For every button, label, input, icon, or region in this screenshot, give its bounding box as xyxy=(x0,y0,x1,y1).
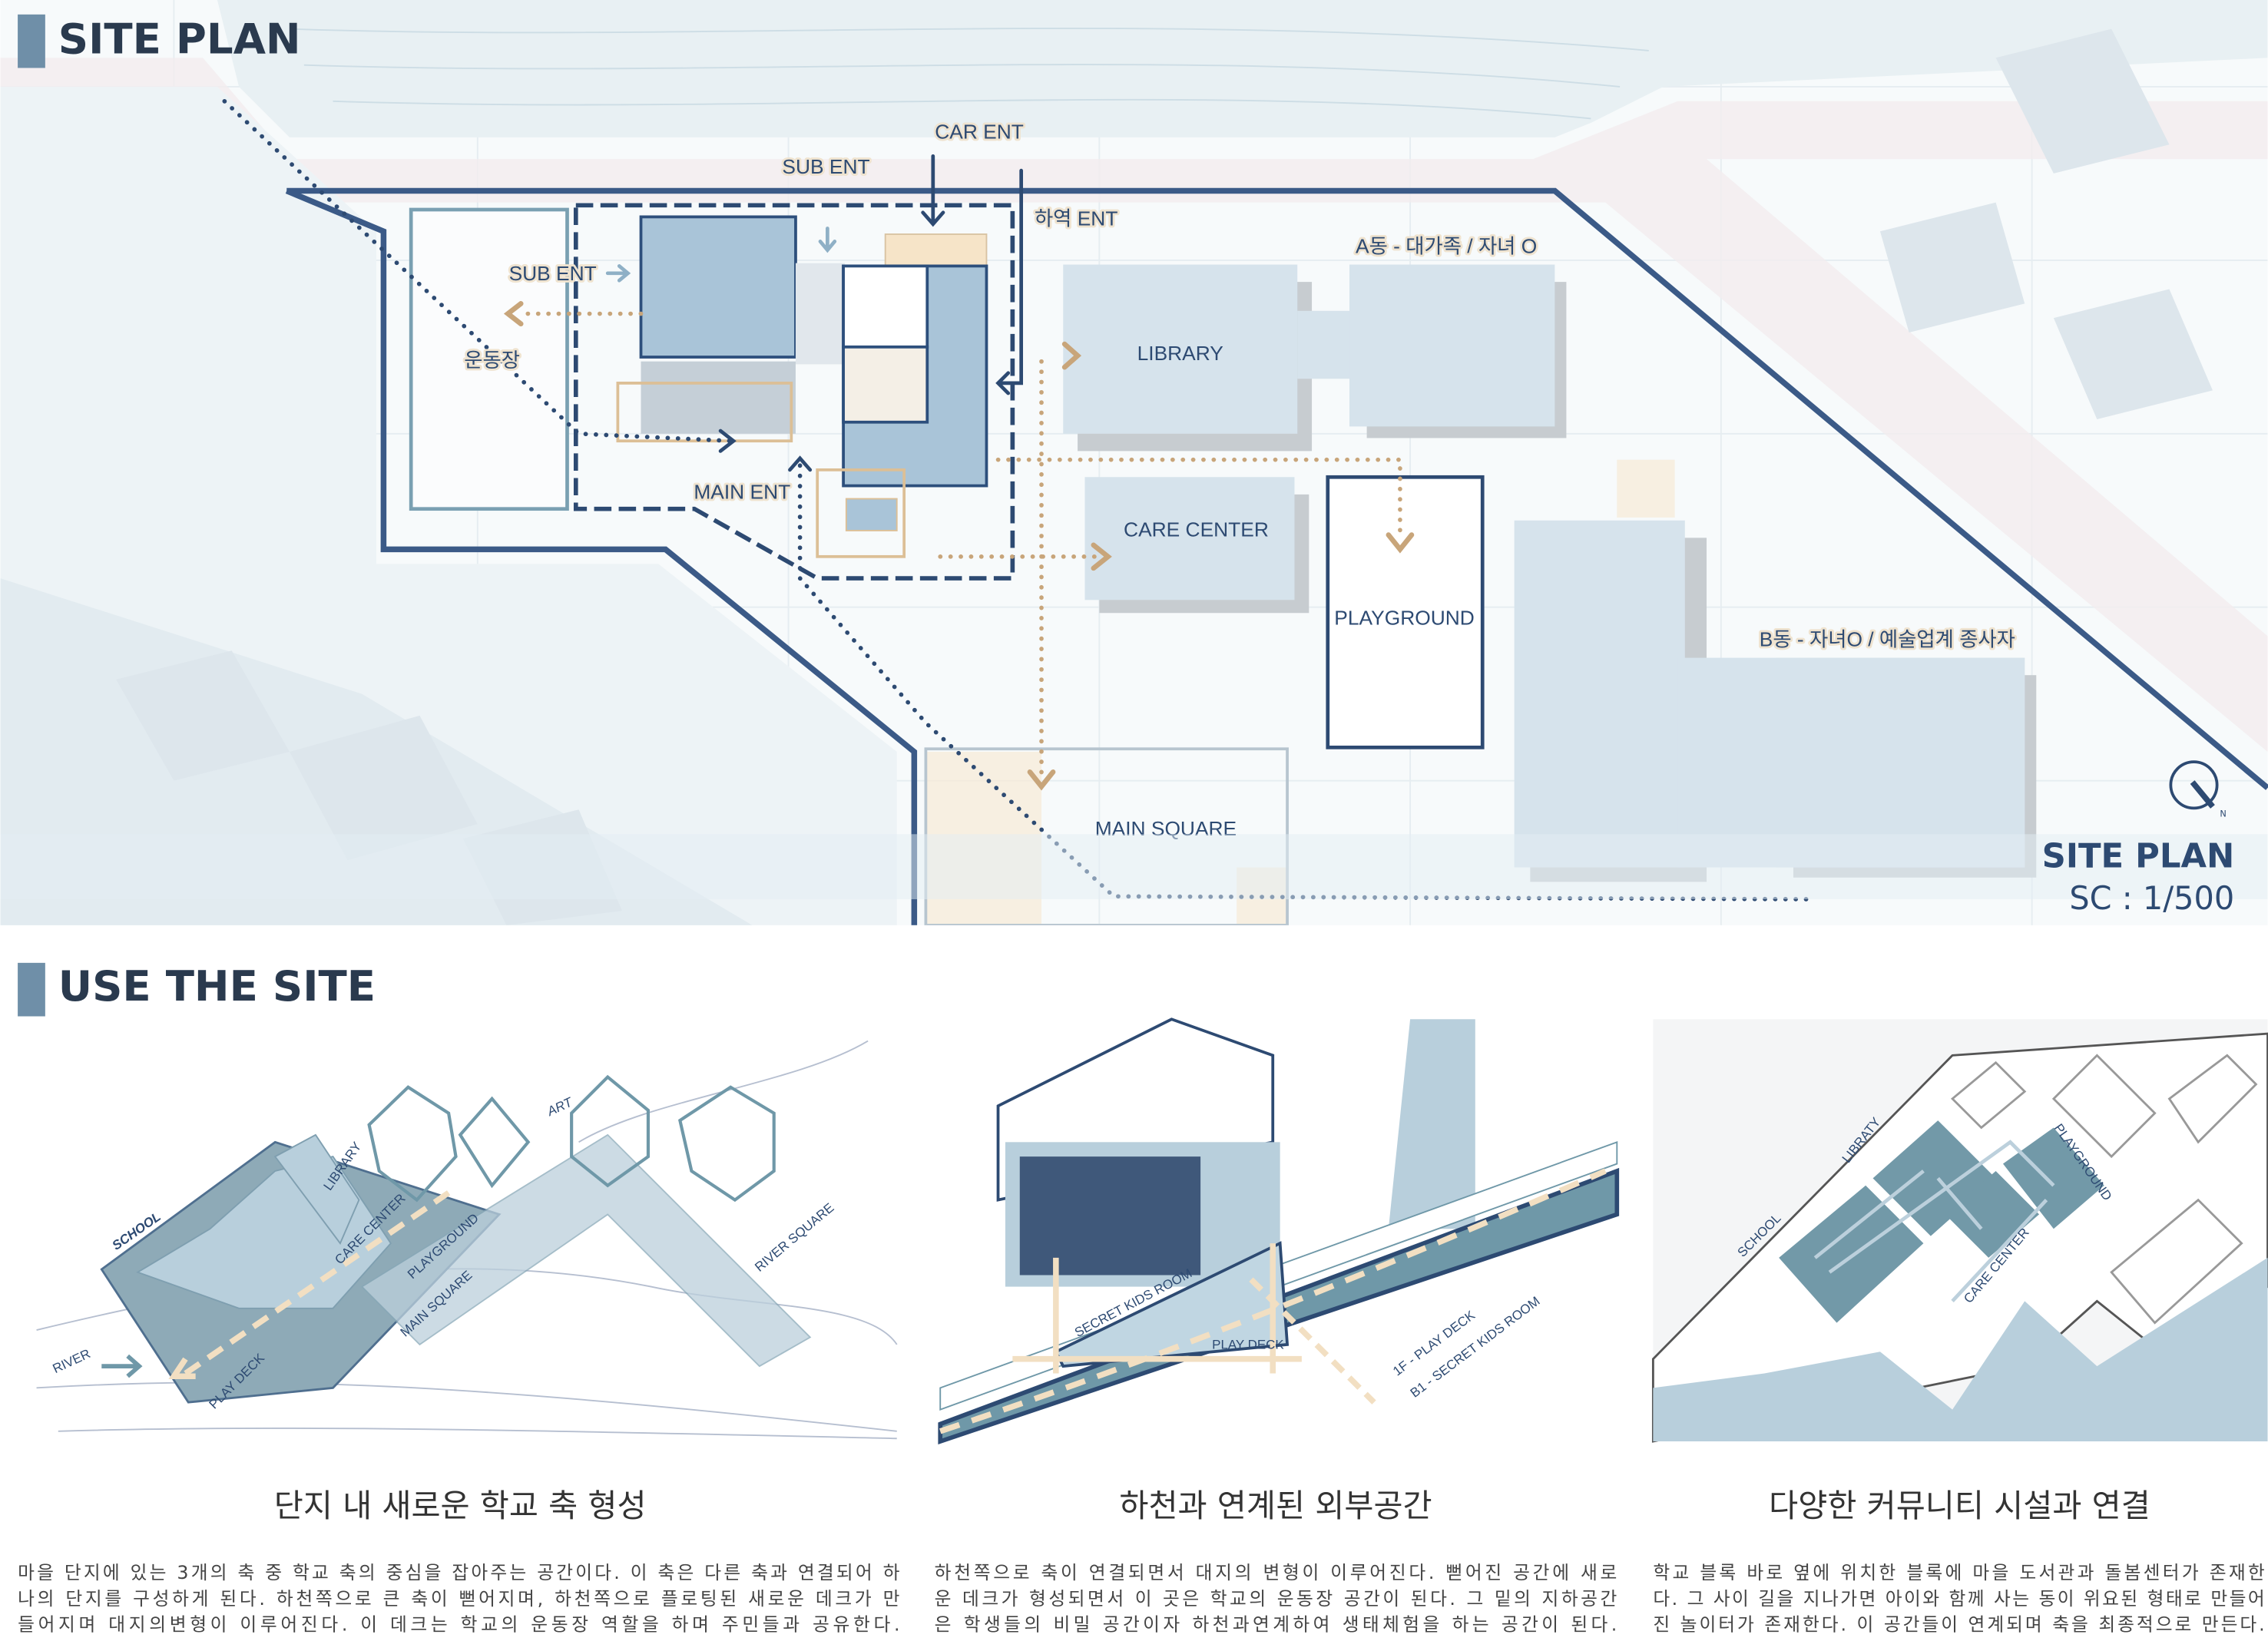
playground-label: PLAYGROUND xyxy=(1334,606,1475,629)
play-deck-label: PLAY DECK xyxy=(1212,1338,1284,1352)
svg-text:나의 단지를 구성하게 된다. 하천쪽으로 큰 축이 뻗어지: 나의 단지를 구성하게 된다. 하천쪽으로 큰 축이 뻗어지며, 하천쪽으로 플… xyxy=(18,1588,899,1610)
playground-area xyxy=(1326,475,1485,749)
school-building xyxy=(616,215,988,558)
svg-text:다. 그 사이 길을 지나가면 아이와 함께 사는 동이 위: 다. 그 사이 길을 지나가면 아이와 함께 사는 동이 위요된 형태로 만들어 xyxy=(1653,1588,2264,1610)
library-building xyxy=(1063,264,2025,868)
sub-ent-top-label: SUB ENT xyxy=(782,155,869,178)
service-route xyxy=(518,311,1402,783)
site-plan-map: CAR ENT SUB ENT 하역 ENT SUB ENT 운동장 A동 - … xyxy=(0,0,2268,927)
title-block-title: SITE PLAN xyxy=(2042,838,2235,876)
panel-title: 단지 내 새로운 학교 축 형성 xyxy=(274,1487,647,1524)
road xyxy=(0,58,2268,752)
diagram-community: SCHOOL LIBRATY PLAYGROUND CARE CENTER xyxy=(1651,1019,2268,1443)
car-ent-label: CAR ENT xyxy=(935,121,1024,144)
main-ent-label: MAIN ENT xyxy=(694,481,790,504)
svg-text:학교 블록 바로 옆에 위치한 블록에 마을 도서관과 돌봄: 학교 블록 바로 옆에 위치한 블록에 마을 도서관과 돌봄센터가 존재한 xyxy=(1653,1562,2264,1583)
hill-area xyxy=(217,0,2268,137)
site-plan-heading: SITE PLAN xyxy=(58,15,301,64)
car-ent-arrow xyxy=(921,154,945,227)
pedestrian-route xyxy=(222,98,1815,902)
loading-ent-label: 하역 ENT xyxy=(1035,207,1117,230)
sports-field xyxy=(409,207,569,511)
north-arrow-icon: N xyxy=(2169,760,2227,819)
sub-ent-left-label: SUB ENT xyxy=(509,262,597,285)
panel-title: 다양한 커뮤니티 시설과 연결 xyxy=(1769,1487,2150,1524)
building-a-label: A동 - 대가족 / 자녀 O xyxy=(1356,234,1537,257)
use-the-site-heading: USE THE SITE xyxy=(58,961,376,1011)
section-header-bar xyxy=(18,962,45,1017)
care-center-label: CARE CENTER xyxy=(1124,518,1269,541)
site-boundary xyxy=(286,187,2268,790)
sports-field-label: 운동장 xyxy=(464,349,520,372)
school-zone xyxy=(573,203,1015,581)
sub-ent-arrow xyxy=(605,264,631,283)
panel-title: 하천과 연계된 외부공간 xyxy=(1119,1487,1432,1524)
library-label: LIBRARY xyxy=(1137,342,1223,365)
title-block-scale: SC : 1/500 xyxy=(2069,880,2234,917)
svg-text:하천쪽으로 축이 연결되면서 대지의 변형이 이루어진다.: 하천쪽으로 축이 연결되면서 대지의 변형이 이루어진다. 뻗어진 공간에 새로 xyxy=(935,1562,1617,1583)
svg-text:마을 단지에 있는 3개의 축 중 학교 축의 중심을 잡아: 마을 단지에 있는 3개의 축 중 학교 축의 중심을 잡아주는 공간이다. 이… xyxy=(18,1562,900,1583)
loading-ent-arrow xyxy=(995,168,1024,395)
building-b-label: B동 - 자녀O / 예술업계 종사자 xyxy=(1760,628,2015,651)
section-header-bar xyxy=(18,14,45,68)
svg-text:은 학생들의 비밀 공간이자 하천과연계하여 생태체험을 하: 은 학생들의 비밀 공간이자 하천과연계하여 생태체험을 하는 공간이 된다. xyxy=(935,1614,1617,1636)
main-ent-arrow xyxy=(788,455,813,472)
diagram-river-space: SECRET KIDS ROOM PLAY DECK 1F - PLAY DEC… xyxy=(938,1017,1620,1444)
svg-text:N: N xyxy=(2220,809,2226,819)
